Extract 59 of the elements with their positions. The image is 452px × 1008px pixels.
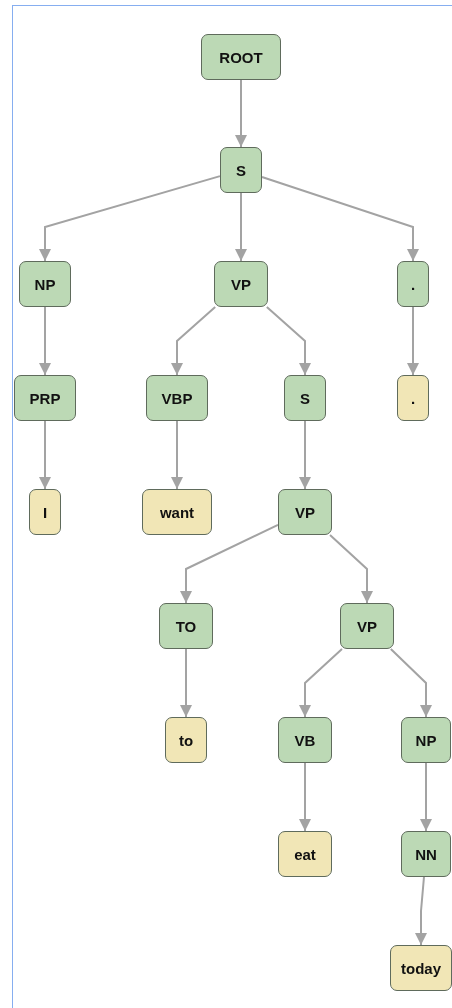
arrow [389,648,432,718]
arrow [39,306,51,376]
arrow [171,306,217,376]
tag-node [401,717,451,763]
node-label: VBP [161,389,193,407]
node-label: S [236,161,246,179]
tag-node [201,34,281,80]
arrow [407,306,419,376]
node-label: NP [415,731,437,749]
arrow [261,175,419,262]
node-label: S [300,389,310,407]
tag-node [146,375,208,421]
node-label: NP [34,275,56,293]
node-label: VP [357,617,377,635]
arrow [299,420,311,490]
word-node [278,831,332,877]
node-label: want [159,503,195,521]
arrow [171,420,183,490]
word-node [397,375,429,421]
arrow [420,762,432,832]
arrow [329,534,373,604]
arrow [299,762,311,832]
arrow [180,523,279,604]
node-label: VP [231,275,251,293]
node-label: I [42,503,48,521]
word-node [142,489,212,535]
word-node [29,489,61,535]
tag-node [14,375,76,421]
arrow [39,420,51,490]
node-label: eat [294,845,316,863]
arrow [415,876,427,946]
node-label: . [410,389,416,407]
node-label: to [178,731,194,749]
node-label: VP [295,503,315,521]
tag-node [278,489,332,535]
tag-node [401,831,451,877]
arrow [299,648,343,718]
word-node [390,945,452,991]
arrow [265,306,311,376]
tag-node [19,261,71,307]
tag-node [397,261,429,307]
arrow [39,175,221,262]
node-label: ROOT [219,48,263,66]
word-node [165,717,207,763]
tag-node [214,261,268,307]
arrow [180,648,192,718]
node-label: NN [415,845,437,863]
arrow [235,79,247,148]
arrow [235,192,247,262]
tag-node [284,375,326,421]
tag-node [278,717,332,763]
tag-node [220,147,262,193]
node-label: TO [175,617,197,635]
node-label: . [410,275,416,293]
node-label: today [401,959,441,977]
node-label: PRP [29,389,61,407]
node-label: VB [294,731,316,749]
tag-node [159,603,213,649]
tag-node [340,603,394,649]
